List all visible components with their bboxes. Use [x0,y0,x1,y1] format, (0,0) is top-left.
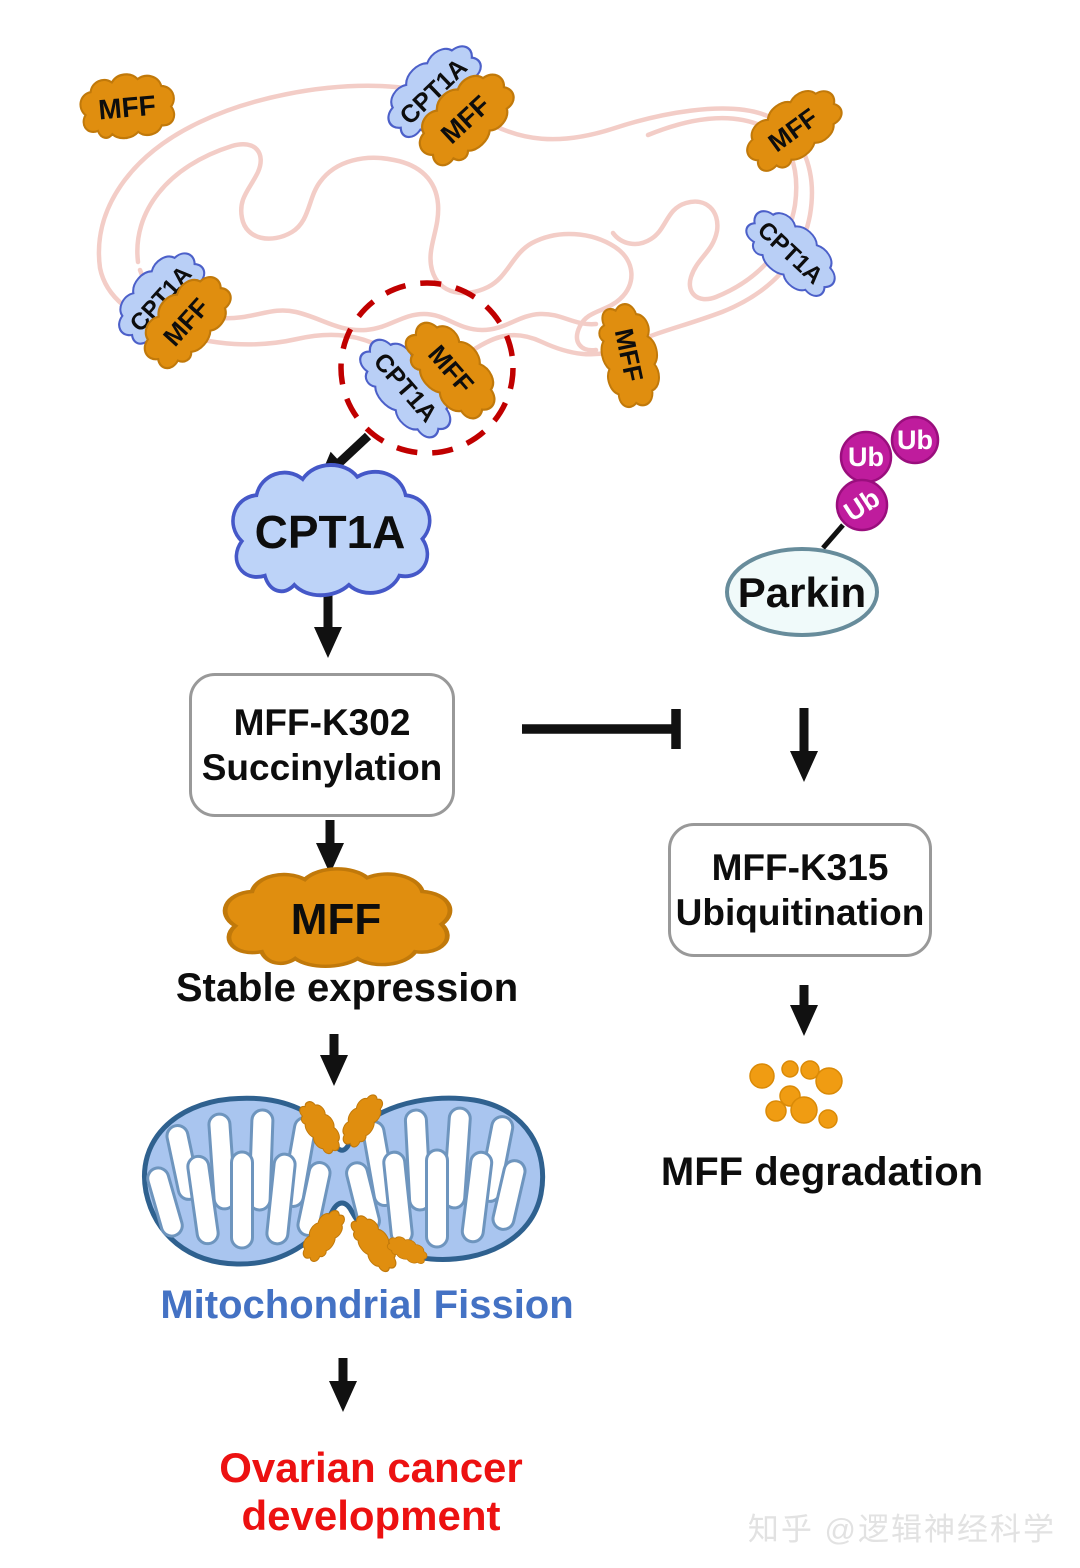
mff-fragment-dot [790,1096,818,1124]
ub-label: Ub [897,425,933,455]
fission-mitochondrion [142,1088,546,1278]
mff-fragment-dot [765,1100,787,1122]
cristae-left [146,1108,332,1250]
caption-mff-degradation: MFF degradation [660,1150,984,1194]
ubiquitination-box-line1: MFF-K315 [711,846,889,888]
mff-stable-blob: MFF [225,869,450,966]
crista [491,1159,527,1231]
mff-fragment-dot [749,1063,775,1089]
ubiquitination-box: MFF-K315 Ubiquitination [668,823,932,957]
arrow-complex-to-cpt1a [317,432,372,484]
inhibition-bar [522,709,681,749]
crista [146,1166,184,1238]
cristae-right [345,1106,527,1249]
crista [265,1152,297,1246]
succinylation-box: MFF-K302 Succinylation [189,673,455,817]
crista [460,1150,494,1244]
parkin-ellipse [725,547,879,637]
cpt1a-cloud: CPT1A [231,463,432,598]
protein-blob-mff-top-left: MFF [77,69,179,143]
crista [230,1150,254,1250]
protein-blob-mff-top: MFF [403,57,527,179]
mff-fragment-dot [800,1060,820,1080]
ub-label: Ub [848,442,884,472]
mff-degradation-dots [749,1060,843,1129]
protein-blob-mff-circled: MFF [393,307,512,431]
parkin-label: Parkin [738,569,866,616]
watermark: 知乎 @逻辑神经科学 [747,1512,1056,1547]
complex-highlight-circle [338,280,516,456]
caption-ovarian-cancer: Ovarian cancer development [219,1444,523,1539]
ub-circle [890,415,940,465]
mff-fragment-dot [815,1067,843,1095]
mff-label: MFF [97,90,157,126]
ubiquitination-box-line2: Ubiquitination [675,892,925,933]
crista [186,1154,220,1246]
ub-circle [835,478,889,532]
parkin-complex: Ub Ub Ub Parkin [725,415,940,637]
mff-stable-label: MFF [291,895,381,944]
crista [296,1161,332,1237]
cpt1a-cloud-label: CPT1A [255,506,406,558]
crista [425,1148,449,1249]
caption-mitochondrial-fission: Mitochondrial Fission [160,1283,574,1327]
mff-fragment-dot [781,1060,799,1078]
inner-membrane [135,142,634,353]
caption-stable-expression: Stable expression [175,966,519,1010]
succinylation-box-line1: MFF-K302 [233,701,411,743]
protein-blob-mff-membrane: MFF [591,298,669,413]
protein-blob-mff-left: MFF [128,261,244,380]
mff-fragment-dot [818,1109,838,1129]
succinylation-box-line2: Succinylation [201,747,443,788]
parkin-ub-link [821,523,845,550]
